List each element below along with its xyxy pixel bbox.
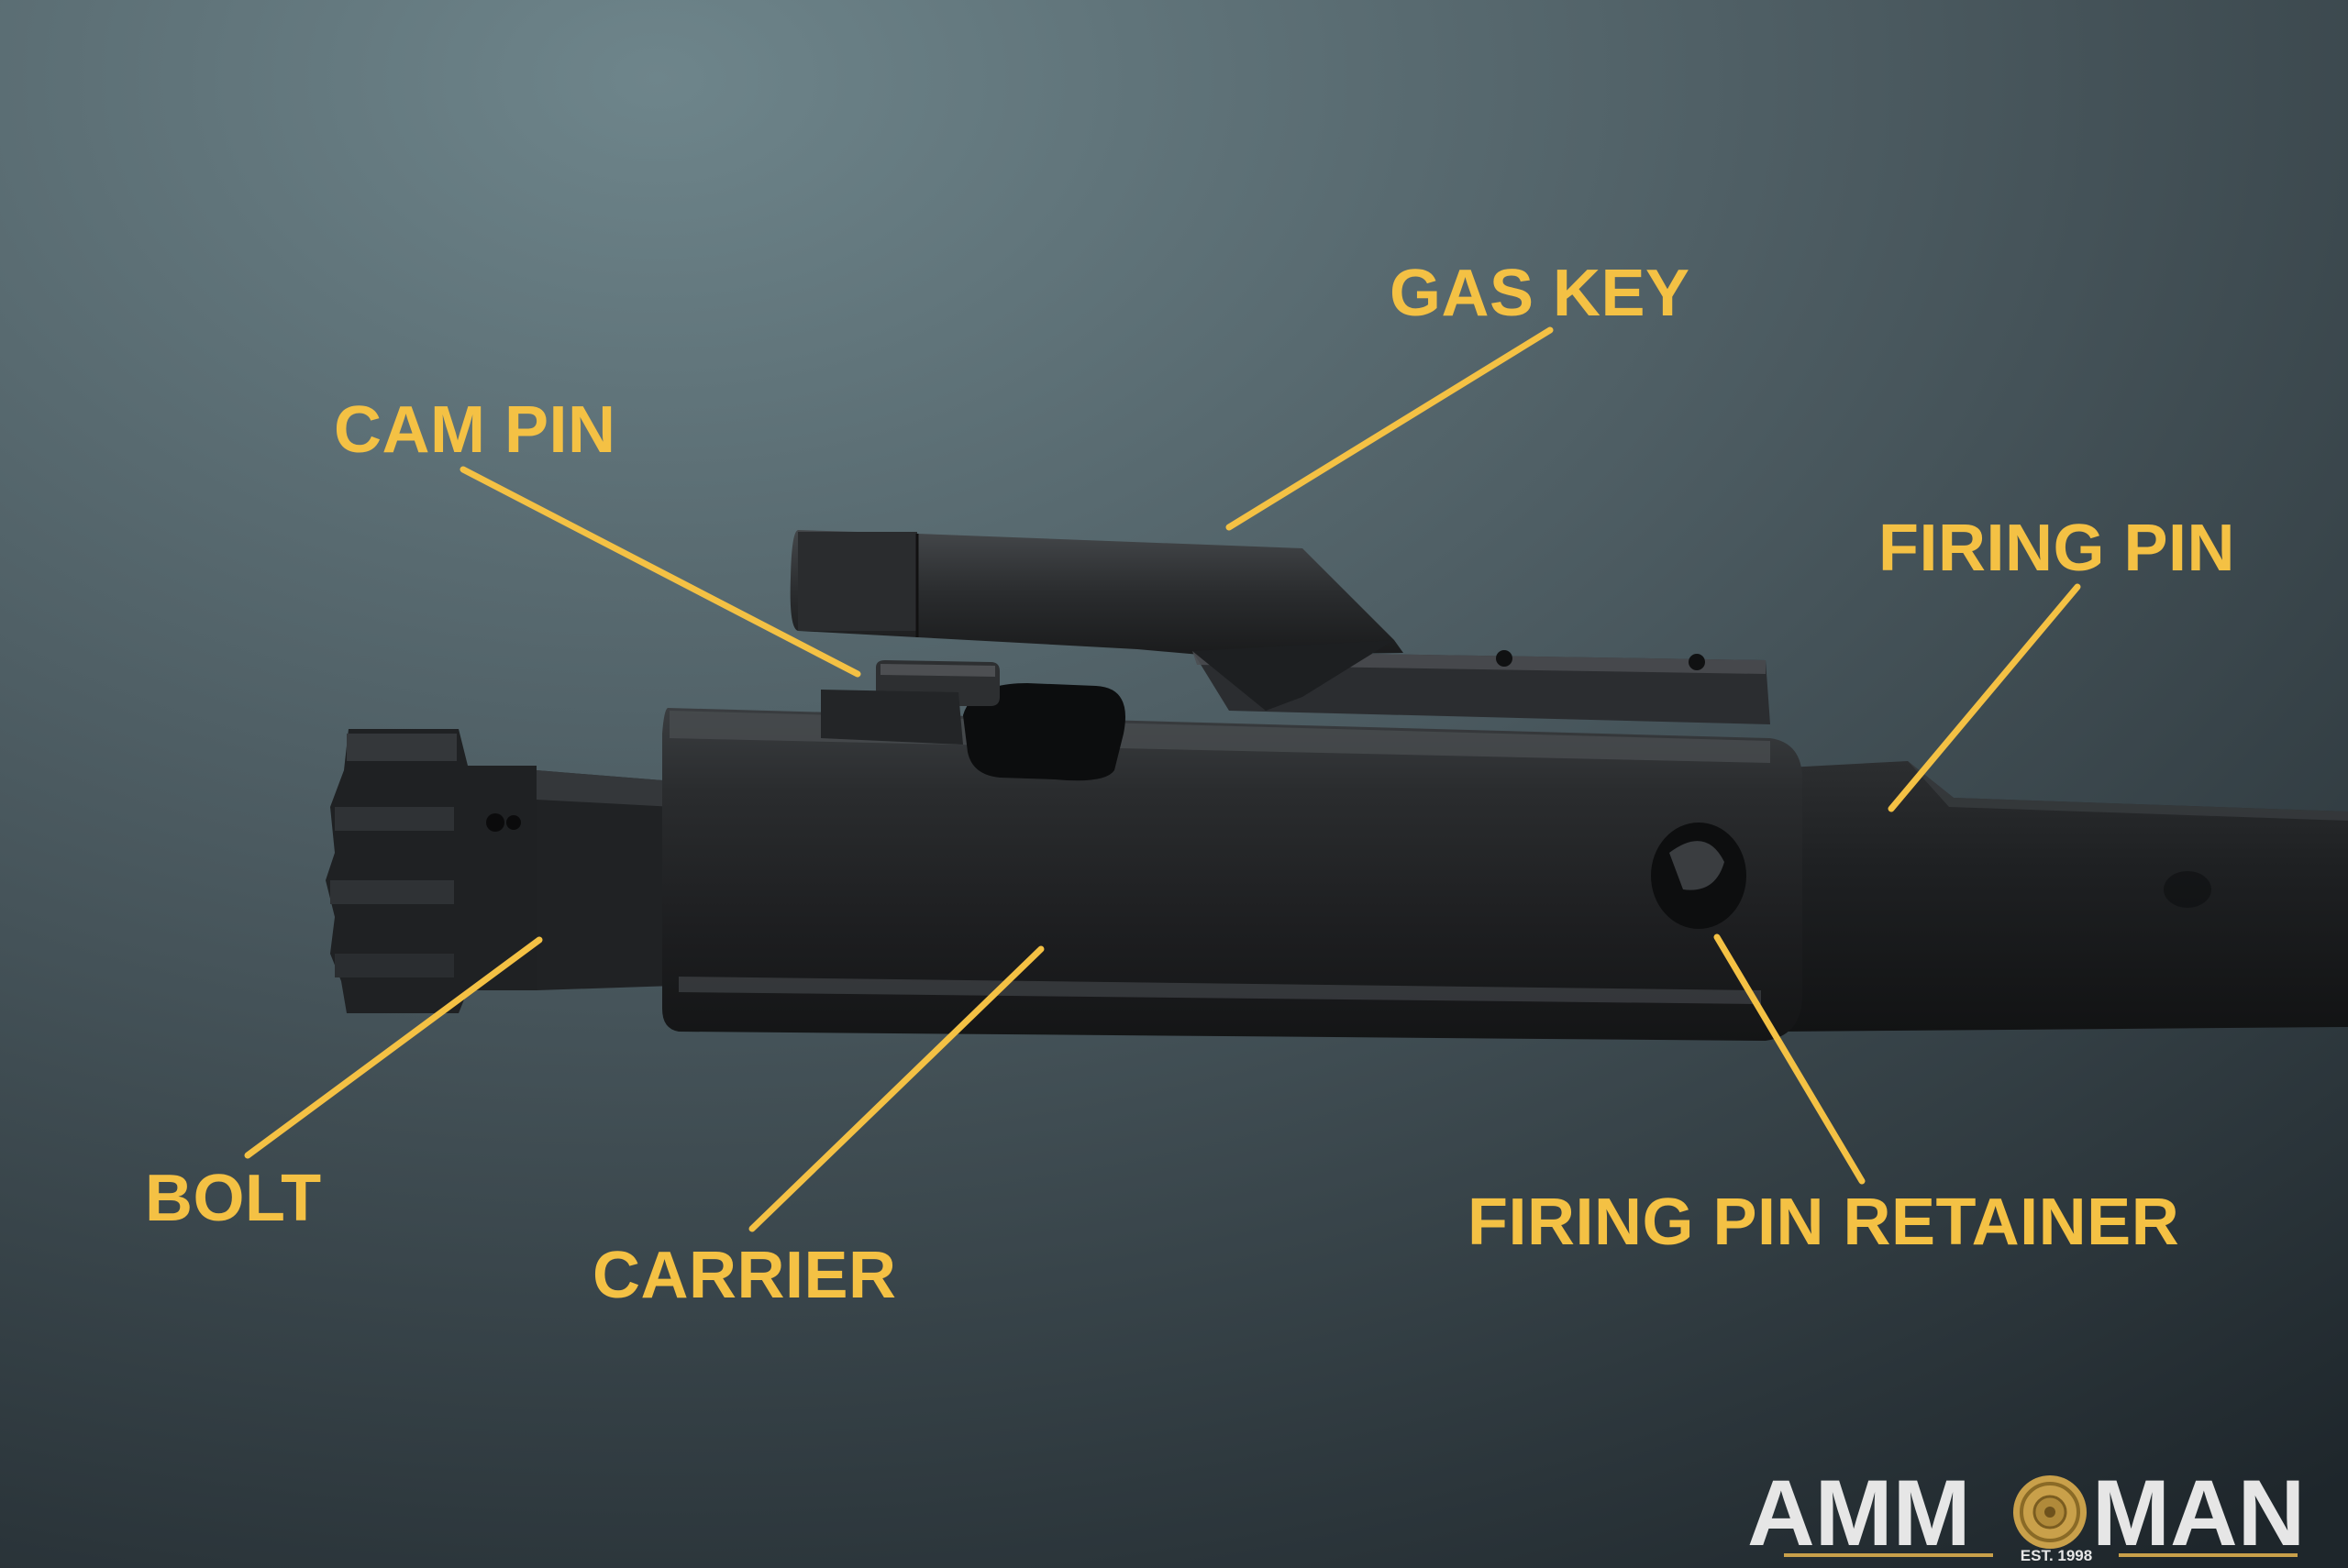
ammoman-logo: AMM MAN EST. 1998 bbox=[1747, 1461, 2334, 1565]
leader-line-firing-pin bbox=[1888, 583, 2081, 812]
logo-round-icon bbox=[2013, 1475, 2087, 1549]
cam-pin bbox=[821, 660, 1000, 745]
leader-lines bbox=[244, 326, 2081, 1232]
leader-line-cam-pin bbox=[460, 466, 861, 678]
label-firing-pin-retainer: FIRING PIN RETAINER bbox=[1468, 1186, 2180, 1259]
label-gas-key: GAS KEY bbox=[1390, 257, 1690, 330]
logo-text-right: MAN bbox=[2092, 1463, 2305, 1563]
leader-line-bolt bbox=[244, 936, 543, 1159]
leader-line-gas-key bbox=[1225, 326, 1554, 531]
label-carrier: CARRIER bbox=[593, 1239, 897, 1312]
rear-extension bbox=[1770, 761, 2348, 1032]
bolt-carrier-group bbox=[326, 530, 2348, 1041]
logo-tagline: EST. 1998 bbox=[2021, 1547, 2092, 1563]
leader-line-carrier bbox=[748, 945, 1045, 1232]
label-bolt: BOLT bbox=[145, 1162, 322, 1235]
gas-key bbox=[790, 530, 1770, 724]
leader-line-firing-pin-retainer bbox=[1713, 933, 1866, 1185]
label-cam-pin: CAM PIN bbox=[334, 393, 616, 467]
bolt bbox=[326, 729, 674, 1013]
label-firing-pin: FIRING PIN bbox=[1878, 512, 2236, 585]
logo-text-left: AMM bbox=[1747, 1463, 1971, 1563]
